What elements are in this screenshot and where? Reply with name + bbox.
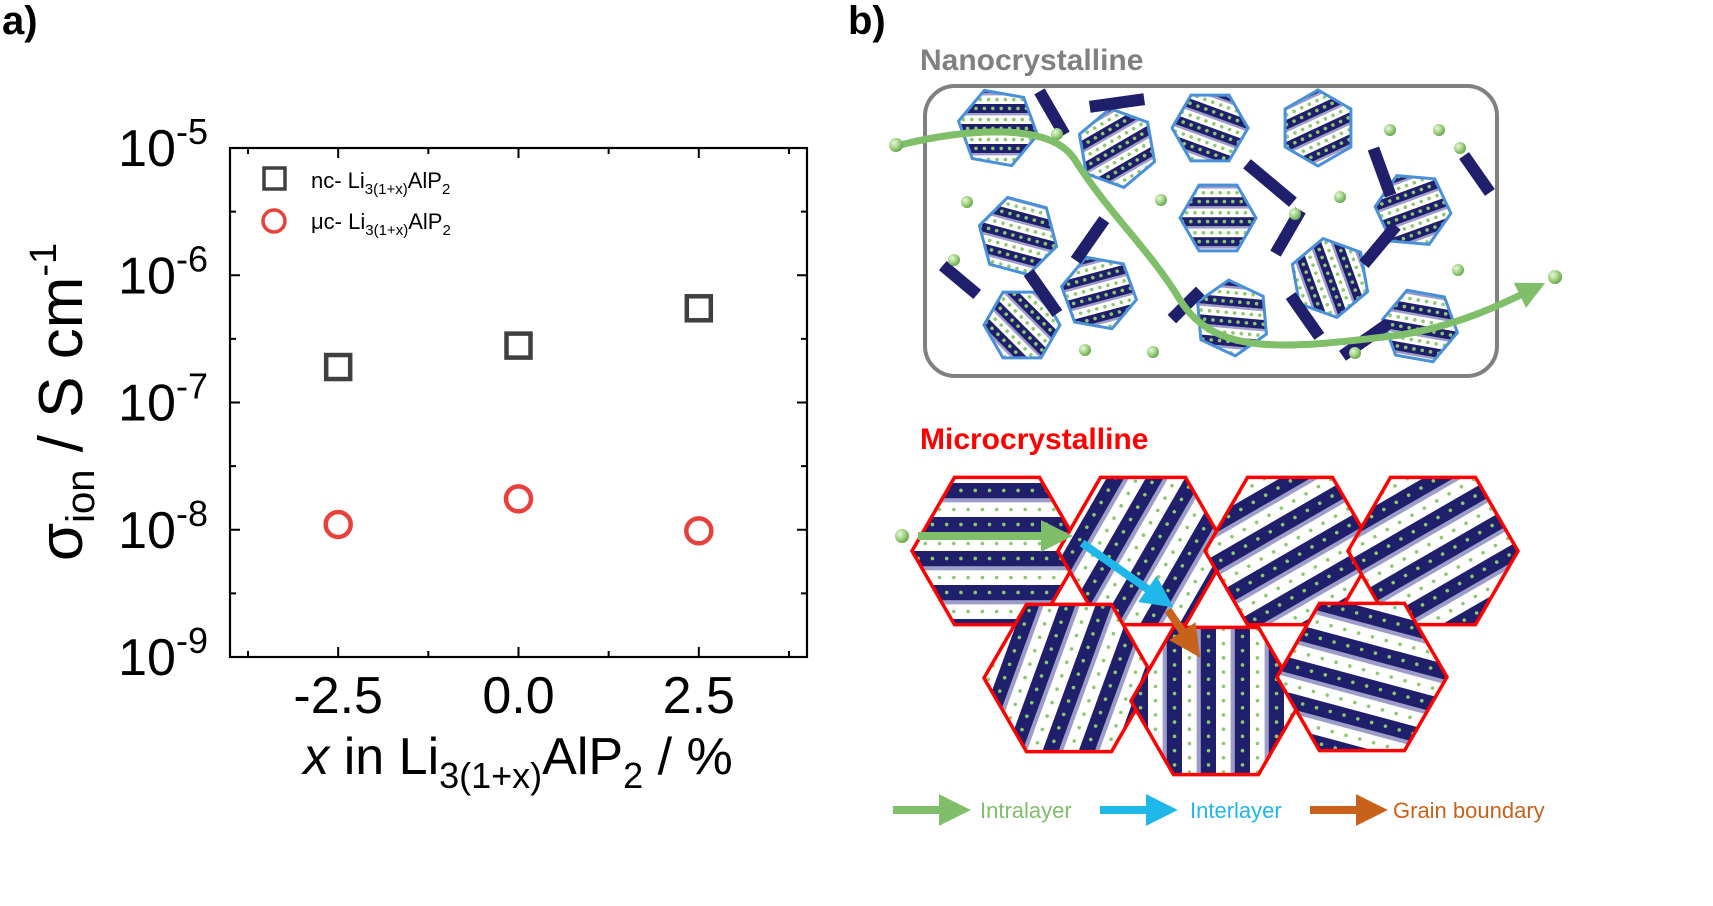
data-points: [323, 294, 714, 546]
y-tick-label: 10-9: [118, 620, 208, 687]
y-axis-ticks: [230, 147, 807, 658]
panel-a: a) 10-5 10-6 10-7 10-8 10-9 -2.5 0.0 2.5 σion …: [2, 0, 809, 796]
li-ion: [1433, 124, 1445, 136]
x-tick-label: 0.0: [482, 667, 554, 725]
panel-b-label: b): [848, 0, 886, 43]
data-point-nc: [684, 294, 714, 323]
x-tick-label: -2.5: [293, 667, 383, 725]
interlayer-arrow: [1079, 539, 1174, 608]
nanocrystalline-frame: [923, 84, 1499, 378]
panel-a-label: a): [2, 0, 38, 43]
nano-grain: [1178, 183, 1258, 253]
li-ion-exit: [1548, 270, 1562, 284]
legend-label-uc: μc- Li3(1+x)AlP2: [311, 209, 451, 239]
x-axis-ticks: [247, 148, 790, 657]
data-point-nc: [323, 352, 353, 382]
amorphous-rod: [1023, 269, 1063, 317]
y-axis-tick-labels: 10-5 10-6 10-7 10-8 10-9: [118, 111, 208, 687]
amorphous-rod: [1243, 159, 1297, 207]
grain-boundary-arrow: [1164, 607, 1201, 658]
key-intralayer-label: Intralayer: [980, 798, 1072, 823]
li-ion: [1079, 344, 1091, 356]
panel-b: b) Nanocrystalline Microcrystalline Intr…: [848, 0, 1562, 826]
li-ion: [1051, 128, 1063, 140]
y-axis-label: σion / S cm-1: [23, 243, 103, 561]
y-tick-label: 10-7: [118, 366, 208, 433]
free-li-ions: [948, 124, 1466, 359]
li-ion: [1384, 124, 1396, 136]
li-ion: [1349, 347, 1361, 359]
nanocrystalline-title: Nanocrystalline: [920, 44, 1143, 77]
li-ion: [1289, 208, 1301, 220]
amorphous-rods: [938, 88, 1495, 361]
y-tick-label: 10-6: [118, 238, 208, 305]
y-tick-label: 10-5: [118, 111, 208, 178]
li-ion: [1334, 191, 1346, 203]
data-point-uc: [503, 484, 534, 514]
ion-path-nanocrystalline: [896, 128, 1546, 349]
data-point-nc: [504, 331, 533, 360]
legend-label-nc: nc- Li3(1+x)AlP2: [311, 168, 450, 198]
key-grain-boundary-label: Grain boundary: [1393, 798, 1545, 823]
legend: nc- Li3(1+x)AlP2 μc- Li3(1+x)AlP2: [261, 166, 451, 239]
data-point-uc: [684, 516, 714, 546]
amorphous-rod: [1459, 152, 1495, 196]
amorphous-rod: [938, 260, 982, 300]
li-ion: [1452, 264, 1464, 276]
li-ion-entry: [889, 138, 903, 152]
x-axis-label: x in Li3(1+x)AlP2 / %: [300, 728, 732, 796]
amorphous-rod: [1367, 146, 1397, 198]
data-point-uc: [323, 509, 353, 540]
key-interlayer-label: Interlayer: [1190, 798, 1282, 823]
legend-marker-uc: [261, 208, 287, 234]
legend-marker-nc: [262, 166, 287, 191]
amorphous-rod: [1359, 221, 1401, 269]
x-axis-tick-labels: -2.5 0.0 2.5: [293, 667, 735, 725]
micro-grain: [1345, 475, 1521, 627]
amorphous-rod: [1088, 93, 1146, 113]
li-ion: [961, 196, 973, 208]
micro-grain: [1274, 601, 1450, 753]
li-ion: [1454, 142, 1466, 154]
y-tick-label: 10-8: [118, 493, 208, 560]
x-tick-label: 2.5: [663, 667, 735, 725]
amorphous-rod: [1285, 292, 1325, 340]
nanocrystalline-grains: [956, 88, 1460, 364]
amorphous-rod: [1034, 88, 1070, 138]
nano-grain: [1059, 255, 1139, 331]
mechanism-key: Intralayer Interlayer Grain boundary: [893, 794, 1545, 826]
li-ion: [1147, 346, 1159, 358]
microcrystalline-title: Microcrystalline: [920, 423, 1148, 456]
amorphous-rod: [1070, 216, 1110, 264]
li-ion: [948, 254, 960, 266]
li-ion-micro: [895, 529, 909, 543]
li-ion: [1155, 194, 1167, 206]
